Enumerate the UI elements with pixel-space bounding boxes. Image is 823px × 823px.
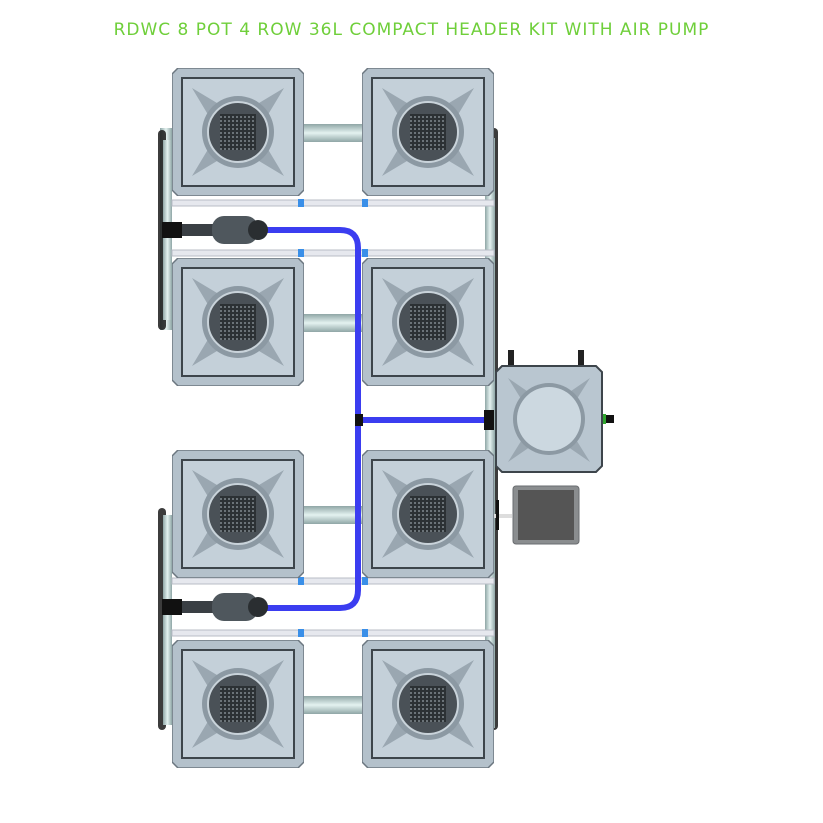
pot-3 <box>172 258 304 386</box>
pot-4 <box>362 258 494 386</box>
pot-8 <box>362 640 494 768</box>
pot-6 <box>362 450 494 578</box>
pot-1 <box>172 68 304 196</box>
header-tank <box>495 350 614 473</box>
return-pump-bottom <box>162 593 268 621</box>
pot-5 <box>172 450 304 578</box>
product-title: RDWC 8 POT 4 ROW 36L COMPACT HEADER KIT … <box>113 20 710 40</box>
pipework <box>158 124 498 730</box>
pot-2 <box>362 68 494 196</box>
pot-7 <box>172 640 304 768</box>
left-pipe-bottom <box>163 515 172 725</box>
right-pipe <box>485 138 495 728</box>
air-pump <box>494 485 580 545</box>
return-pump-top <box>162 216 268 244</box>
